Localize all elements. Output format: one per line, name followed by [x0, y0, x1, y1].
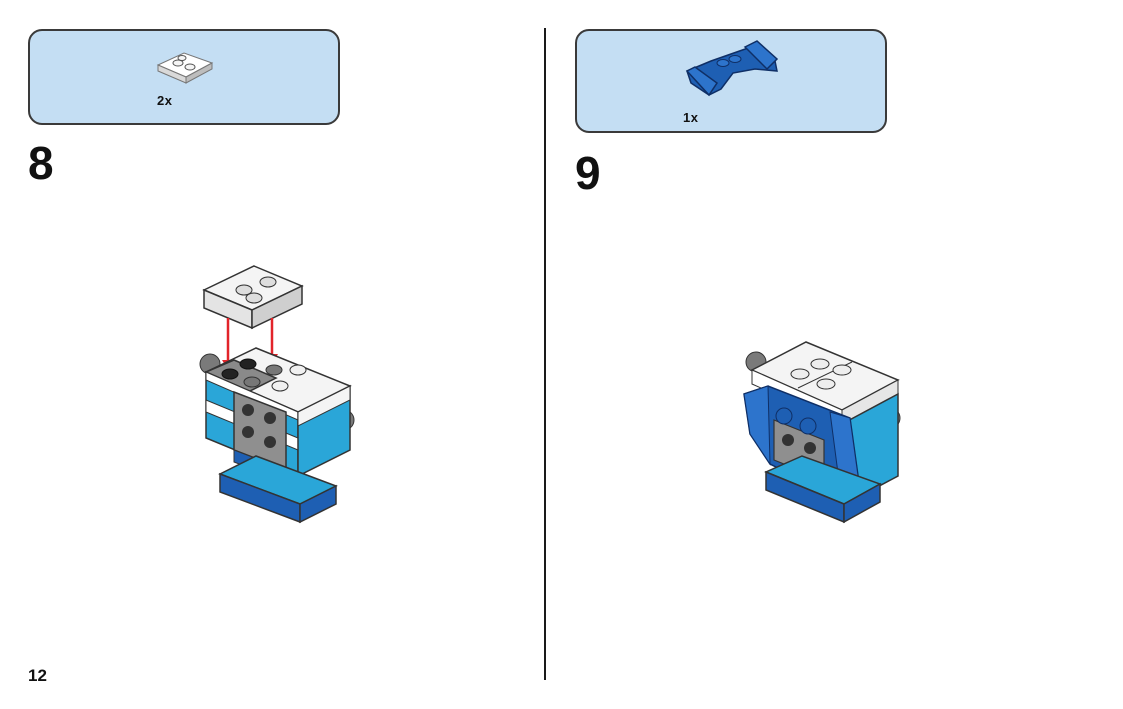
page-number: 12: [28, 666, 47, 685]
parts-callout-step-8: 2x: [28, 29, 340, 125]
blue-wedge-plate-icon: [685, 40, 779, 97]
step-number: 8: [28, 137, 54, 189]
parts-callout-step-9: 1x: [575, 29, 887, 133]
part-quantity: 2x: [157, 93, 173, 108]
step-number: 9: [575, 147, 601, 199]
model-step-8-illustration: [199, 265, 355, 524]
page-divider: [544, 28, 546, 680]
new-white-plate: [202, 265, 304, 330]
white-2x2-plate-icon: [156, 52, 214, 84]
part-quantity: 1x: [683, 110, 699, 125]
model-step-9-illustration: [743, 341, 901, 524]
